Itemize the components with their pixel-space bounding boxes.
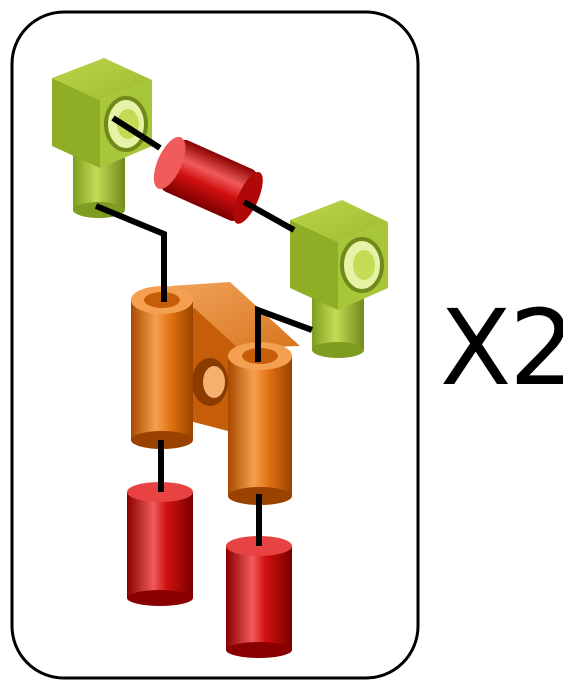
connector-line bbox=[111, 115, 162, 151]
connector-line bbox=[242, 199, 296, 233]
assembly-connector-lines bbox=[94, 115, 314, 546]
red-cylinder-vertical-icon bbox=[226, 536, 292, 658]
red-cylinder-vertical-icon bbox=[127, 482, 193, 606]
connector-line bbox=[255, 305, 314, 362]
green-elbow-block-icon bbox=[290, 200, 388, 358]
connector-line bbox=[94, 203, 167, 302]
green-elbow-block-icon bbox=[52, 58, 152, 218]
red-cylinder-horizontal-icon bbox=[153, 136, 263, 224]
quantity-multiplier: X2 bbox=[440, 287, 563, 409]
